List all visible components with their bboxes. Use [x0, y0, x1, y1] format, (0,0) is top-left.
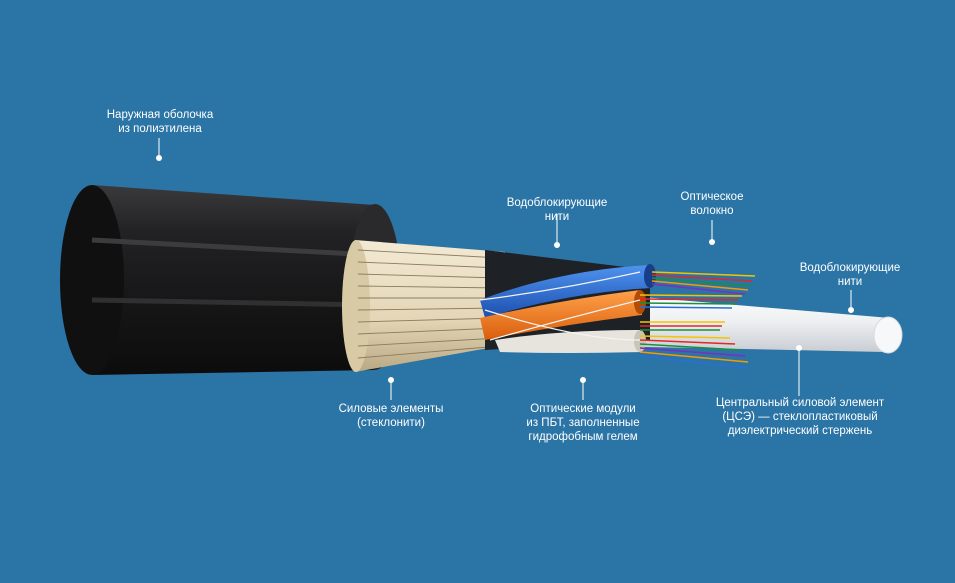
callout-central-member: Центральный силовой элемент (ЦСЭ) — стек… — [715, 397, 885, 437]
callout-outer-sheath: Наружная оболочка из полиэтилена — [106, 109, 214, 135]
callout-water-block-2: Водоблокирующие нити — [799, 262, 901, 288]
strength-yarn-layer — [342, 240, 505, 372]
callout-optical-modules: Оптические модули из ПБТ, заполненные ги… — [526, 403, 640, 443]
optical-fibers — [639, 271, 756, 369]
leader-lines — [158, 138, 852, 400]
orange-module — [480, 290, 646, 340]
white-module — [495, 330, 646, 353]
callout-water-block-1: Водоблокирующие нити — [506, 197, 608, 223]
callout-optical-fiber: Оптическое волокно — [680, 191, 744, 217]
water-blocking-threads — [479, 271, 641, 341]
callout-strength-members: Силовые элементы (стеклонити) — [338, 403, 444, 429]
leader-dots — [156, 155, 854, 383]
